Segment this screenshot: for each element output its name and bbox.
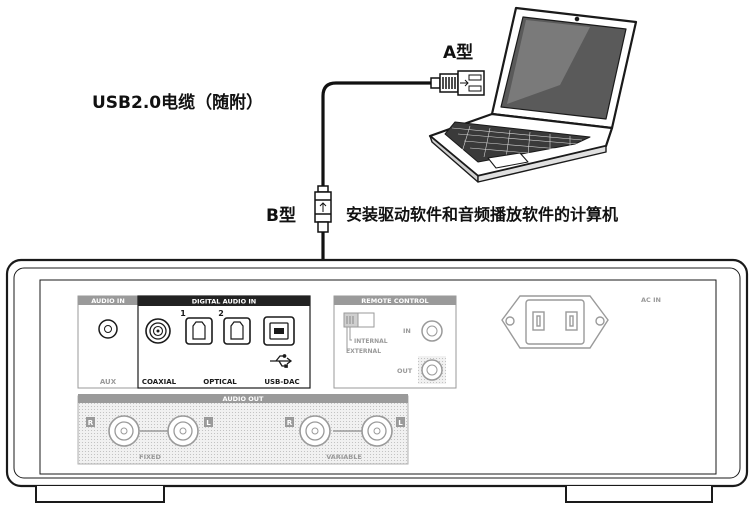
digital-audio-in-label: DIGITAL AUDIO IN	[192, 298, 257, 306]
type-b-label: B型	[266, 206, 296, 226]
audio-in-label: AUDIO IN	[91, 297, 125, 305]
external-label: EXTERNAL	[346, 348, 381, 355]
optical-label: OPTICAL	[203, 378, 237, 386]
internal-label: INTERNAL	[354, 338, 388, 345]
coaxial-label: COAXIAL	[142, 378, 177, 386]
audio-out-section	[77, 394, 409, 465]
laptop-icon	[428, 6, 638, 183]
variable-label: VARIABLE	[326, 453, 362, 461]
variable-r-badge: R	[287, 419, 293, 427]
ac-in-inlet	[501, 295, 609, 349]
computer-note-label: 安装驱动软件和音频播放软件的计算机	[346, 205, 619, 224]
audio-in-section	[77, 295, 139, 389]
usb-type-a-connector	[430, 70, 485, 96]
variable-l-badge: L	[398, 419, 403, 427]
variable-r-jack	[299, 415, 331, 447]
digital-audio-in-section	[137, 295, 311, 389]
optical-2-number: 2	[218, 309, 224, 318]
fixed-label: FIXED	[139, 453, 161, 461]
remote-in-label: IN	[403, 327, 411, 335]
fixed-r-jack	[108, 415, 140, 447]
aux-label: AUX	[100, 378, 117, 386]
remote-control-section	[333, 295, 457, 389]
usb-icon	[270, 354, 293, 368]
fixed-l-jack	[167, 415, 199, 447]
usb-dac-label: USB-DAC	[264, 378, 299, 386]
fixed-r-badge: R	[88, 419, 94, 427]
audio-out-label: AUDIO OUT	[223, 395, 265, 403]
variable-l-jack	[361, 415, 393, 447]
type-a-label: A型	[443, 43, 474, 63]
usb-type-b-connector	[314, 185, 332, 233]
usb-cable	[321, 81, 435, 186]
remote-control-label: REMOTE CONTROL	[361, 297, 428, 305]
ac-in-label: AC IN	[641, 296, 661, 304]
optical-1-number: 1	[180, 309, 186, 318]
remote-out-label: OUT	[397, 367, 413, 375]
fixed-l-badge: L	[206, 419, 211, 427]
usb-cable-label: USB2.0电缆（随附）	[92, 93, 264, 113]
